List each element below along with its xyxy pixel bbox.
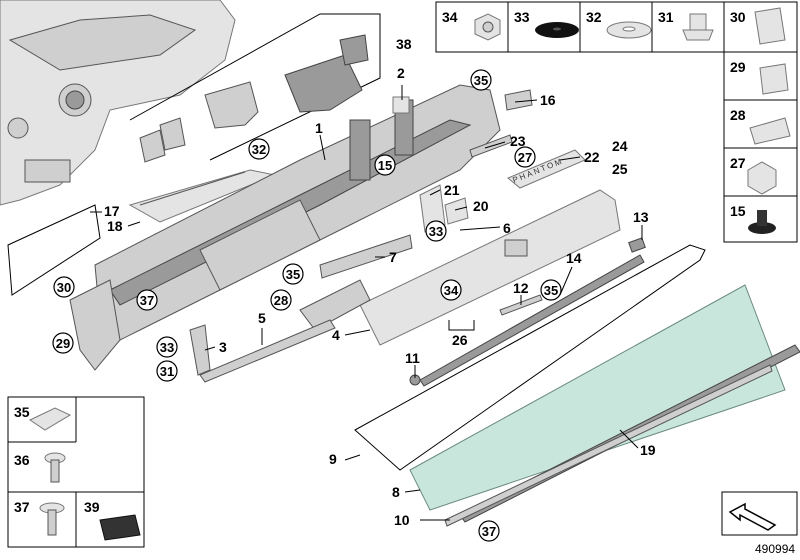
callout-33a: 33 xyxy=(429,224,443,239)
callout-35b: 35 xyxy=(286,267,300,282)
part-8-glass xyxy=(409,284,786,511)
part-3-strip xyxy=(189,324,211,376)
callout-32: 32 xyxy=(252,142,266,157)
callout-27: 27 xyxy=(518,150,532,165)
legend-30: 30 xyxy=(730,9,746,25)
legend-28: 28 xyxy=(730,107,746,123)
callout-28: 28 xyxy=(274,293,288,308)
callout-20: 20 xyxy=(473,198,489,214)
legend-35: 35 xyxy=(14,404,30,420)
callout-29: 29 xyxy=(56,336,70,351)
callout-18: 18 xyxy=(107,218,123,234)
callout-5: 5 xyxy=(258,310,266,326)
part-10-rail xyxy=(444,364,773,527)
callout-37a: 37 xyxy=(140,293,154,308)
dashboard-background xyxy=(0,0,236,206)
callout-12: 12 xyxy=(513,280,529,296)
part-16-trim xyxy=(504,89,533,111)
legend-37: 37 xyxy=(14,499,30,515)
callout-3: 3 xyxy=(219,339,227,355)
legend-right-column: 29 28 27 15 xyxy=(723,51,798,243)
callout-14: 14 xyxy=(566,250,582,266)
callout-10: 10 xyxy=(394,512,410,528)
part-21-bracket xyxy=(419,184,446,233)
legend-36: 36 xyxy=(14,452,30,468)
callout-6: 6 xyxy=(503,220,511,236)
callout-15: 15 xyxy=(378,158,392,173)
part-4-panel xyxy=(299,279,371,331)
part-14-rail xyxy=(419,254,645,387)
callout-37b: 37 xyxy=(482,524,496,539)
part-9-frame xyxy=(354,244,706,471)
callout-35c: 35 xyxy=(544,283,558,298)
callout-34: 34 xyxy=(444,283,459,298)
callout-4: 4 xyxy=(332,327,340,343)
callout-35a: 35 xyxy=(474,73,488,88)
callout-30: 30 xyxy=(57,280,71,295)
callout-labels: 1 2 3 4 5 6 7 8 9 10 11 12 13 14 16 17 1… xyxy=(104,36,656,528)
callout-23: 23 xyxy=(510,133,526,149)
legend-34: 34 xyxy=(442,9,458,25)
circled-callouts: 32 15 33 35 27 35 28 30 37 29 33 31 34 3… xyxy=(52,69,562,542)
callout-16: 16 xyxy=(540,92,556,108)
part-6-panel xyxy=(359,189,621,346)
callout-24: 24 xyxy=(612,138,628,154)
legend-15: 15 xyxy=(730,203,746,219)
legend-29: 29 xyxy=(730,59,746,75)
part-17-panel xyxy=(7,204,101,296)
legend-33: 33 xyxy=(514,9,530,25)
callout-22: 22 xyxy=(584,149,600,165)
callout-7: 7 xyxy=(389,249,397,265)
part-7-strip xyxy=(319,234,413,279)
callout-1: 1 xyxy=(315,120,323,136)
legend-bottom-left: 35 36 37 39 xyxy=(7,396,145,548)
part-13-cap xyxy=(628,237,646,253)
callout-38: 38 xyxy=(396,36,412,52)
callout-11: 11 xyxy=(405,350,420,366)
callout-17: 17 xyxy=(104,203,120,219)
callout-13: 13 xyxy=(633,209,649,225)
legend-top-row: 34 33 32 31 30 xyxy=(435,1,798,53)
legend-32: 32 xyxy=(586,9,602,25)
callout-25: 25 xyxy=(612,161,628,177)
callout-9: 9 xyxy=(329,451,337,467)
callout-19: 19 xyxy=(640,442,656,458)
callout-2: 2 xyxy=(397,65,405,81)
part-5-strip xyxy=(199,319,336,383)
part-38-clips xyxy=(139,34,369,163)
diagram-id: 490994 xyxy=(755,542,795,556)
callout-26: 26 xyxy=(452,332,468,348)
legend-27: 27 xyxy=(730,155,746,171)
leader-lines xyxy=(90,85,643,521)
legend-31: 31 xyxy=(658,9,674,25)
callout-8: 8 xyxy=(392,484,400,500)
callout-21: 21 xyxy=(444,182,460,198)
callout-33b: 33 xyxy=(160,340,174,355)
legend-39: 39 xyxy=(84,499,100,515)
part-20-bracket xyxy=(444,197,469,225)
orientation-arrow xyxy=(721,491,798,536)
callout-31: 31 xyxy=(160,364,174,379)
part-2-plate xyxy=(392,96,410,114)
